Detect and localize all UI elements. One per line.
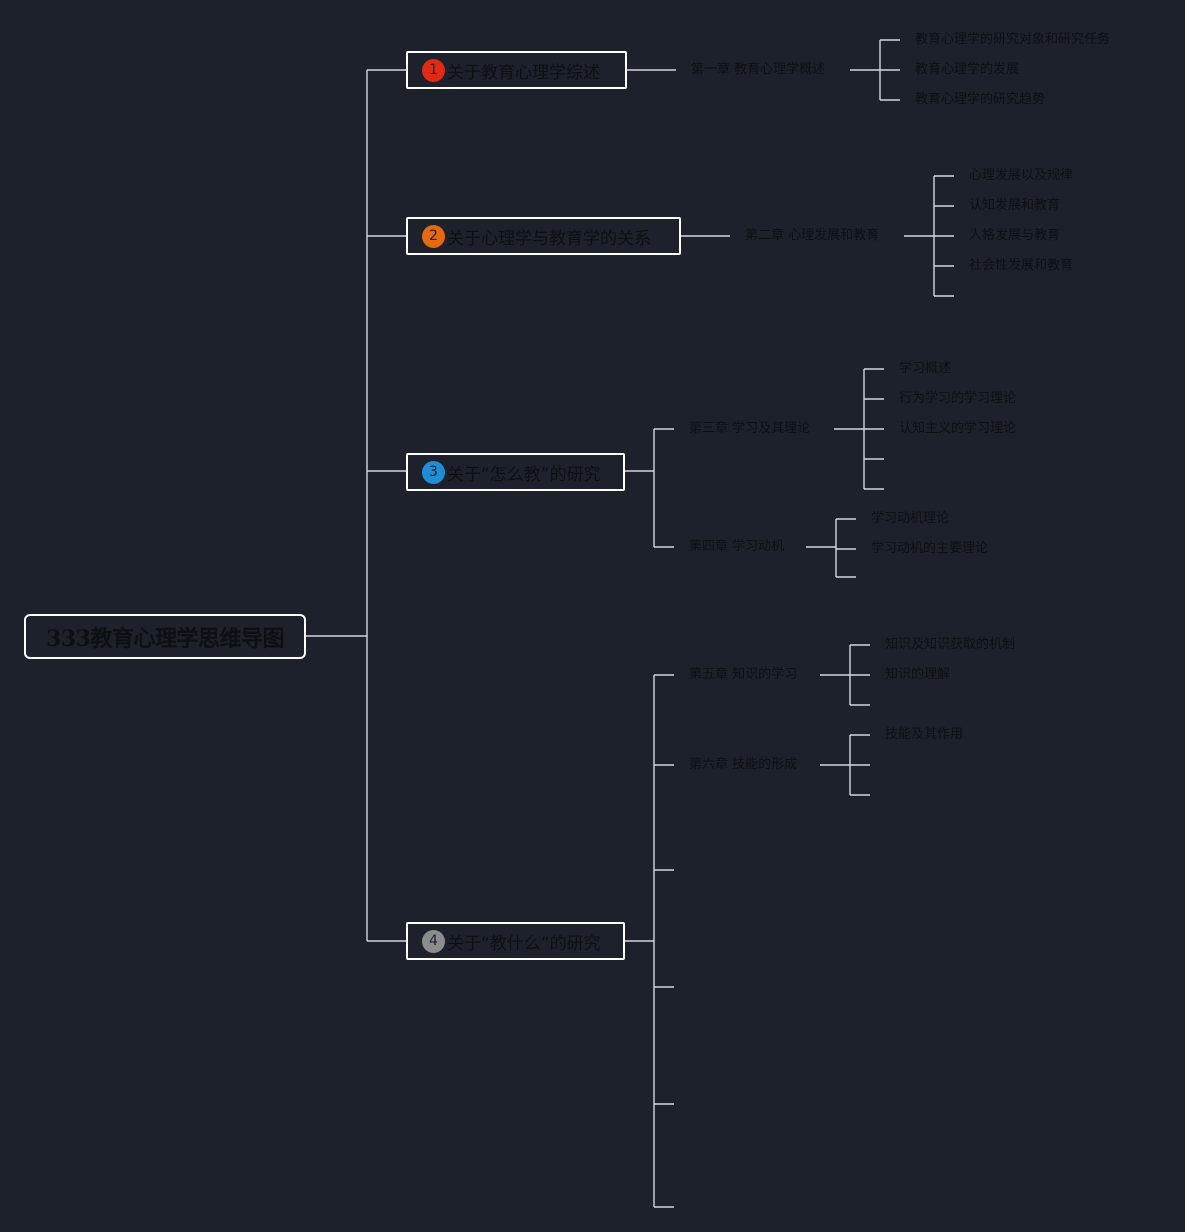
leaf-item[interactable]: 学习动机的主要理论 — [871, 541, 989, 556]
topic-node-3[interactable]: 3 关于“怎么教”的研究 — [406, 453, 625, 491]
leaf-item[interactable]: 知识及知识获取的机制 — [885, 637, 1016, 652]
leaf-item[interactable]: 心理发展以及规律 — [969, 168, 1074, 183]
topic-label: 关于“怎么教”的研究 — [447, 464, 601, 485]
leaf-item[interactable]: 行为学习的学习理论 — [899, 391, 1017, 406]
root-title: 333教育心理学思维导图 — [46, 625, 284, 652]
leaf-item[interactable]: 学习动机理论 — [871, 511, 950, 526]
badge-2-icon: 2 — [422, 224, 445, 248]
chapter-label[interactable]: 第四章 学习动机 — [689, 539, 785, 554]
badge-3-icon: 3 — [422, 460, 445, 484]
root-node[interactable]: 333教育心理学思维导图 — [24, 614, 306, 659]
chapter-label[interactable]: 第五章 知识的学习 — [689, 667, 798, 682]
leaf-item[interactable]: 技能及其作用 — [885, 727, 964, 742]
leaf-item[interactable]: 社会性发展和教育 — [969, 258, 1074, 273]
topic-label: 关于心理学与教育学的关系 — [447, 228, 651, 249]
topic-node-1[interactable]: 1 关于教育心理学综述 — [406, 51, 627, 89]
chapter-label[interactable]: 第六章 技能的形成 — [689, 757, 798, 772]
topic-label: 关于“教什么”的研究 — [447, 933, 601, 954]
chapter-label[interactable]: 第三章 学习及其理论 — [689, 421, 811, 436]
topic-node-2[interactable]: 2 关于心理学与教育学的关系 — [406, 217, 681, 255]
leaf-item[interactable]: 教育心理学的研究对象和研究任务 — [915, 32, 1111, 47]
topic-label: 关于教育心理学综述 — [447, 62, 600, 83]
leaf-item[interactable]: 学习概述 — [899, 361, 952, 376]
topic-node-4[interactable]: 4 关于“教什么”的研究 — [406, 922, 625, 960]
leaf-item[interactable]: 认知主义的学习理论 — [899, 421, 1017, 436]
leaf-item[interactable]: 教育心理学的研究趋势 — [915, 92, 1046, 107]
badge-1-icon: 1 — [422, 58, 445, 82]
chapter-label[interactable]: 第二章 心理发展和教育 — [745, 228, 880, 243]
leaf-item[interactable]: 人格发展与教育 — [969, 228, 1061, 243]
chapter-label[interactable]: 第一章 教育心理学概述 — [691, 62, 826, 77]
leaf-item[interactable]: 教育心理学的发展 — [915, 62, 1020, 77]
badge-4-icon: 4 — [422, 929, 445, 953]
leaf-item[interactable]: 知识的理解 — [885, 667, 951, 682]
leaf-item[interactable]: 认知发展和教育 — [969, 198, 1061, 213]
